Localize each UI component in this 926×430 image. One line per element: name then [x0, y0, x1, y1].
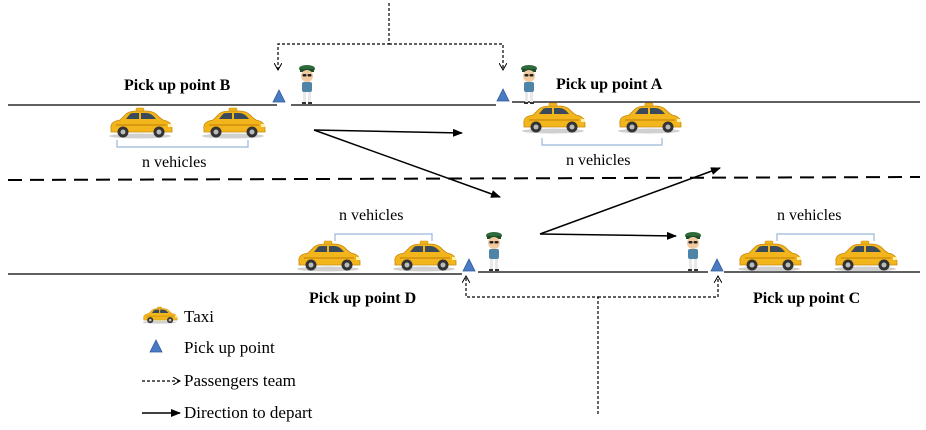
legend-passengers-label: Passengers team [184, 371, 296, 390]
legend-pickup-label: Pick up point [184, 338, 275, 357]
passenger-route-top [278, 3, 390, 70]
pickup-b-triangle-icon [272, 89, 286, 103]
taxi-b1-icon [108, 107, 173, 139]
legend-taxi-label: Taxi [184, 307, 214, 326]
bracket-c [776, 233, 875, 241]
taxi-a1-icon [521, 102, 586, 134]
legend-taxi-icon [142, 306, 178, 324]
passenger-route-top-a [389, 43, 503, 70]
taxi-d1-icon [296, 240, 361, 272]
pickup-label-c: Pick up point C [753, 290, 860, 307]
pickup-d-triangle-icon [462, 258, 476, 272]
road-center-divider [7, 176, 921, 181]
vehicles-label-b: n vehicles [142, 154, 206, 171]
passenger-route-bottom [466, 276, 599, 414]
bracket-a [541, 138, 663, 146]
taxi-c2-icon [833, 240, 898, 272]
pickup-c-triangle-icon [710, 258, 724, 272]
pickup-a-triangle-icon [496, 88, 510, 102]
taxi-d2-icon [392, 240, 457, 272]
pickup-label-a: Pick up point A [556, 76, 663, 93]
pickup-label-b: Pick up point B [124, 77, 231, 94]
pickup-label-d: Pick up point D [309, 290, 416, 307]
passenger-route-bottom-c [598, 276, 718, 298]
passenger-c-icon [685, 232, 701, 271]
depart-arrow-b-to-a [313, 128, 463, 137]
passenger-b-icon [299, 65, 315, 104]
passenger-d-icon [486, 232, 502, 271]
depart-arrow-d-to-a [539, 167, 721, 235]
vehicles-label-c: n vehicles [777, 207, 841, 224]
taxi-c1-icon [737, 240, 802, 272]
depart-arrow-d-to-c [539, 231, 677, 240]
taxi-a2-icon [617, 102, 682, 134]
passenger-a-icon [521, 65, 537, 104]
taxi-b2-icon [201, 107, 266, 139]
vehicles-label-a: n vehicles [566, 152, 630, 169]
bracket-b [116, 140, 249, 148]
legend-direction-label: Direction to depart [184, 403, 313, 422]
depart-arrow-b-to-d [313, 129, 501, 198]
bracket-d [334, 233, 433, 241]
legend-pickup-triangle-icon [149, 339, 163, 353]
vehicles-label-d: n vehicles [339, 207, 403, 224]
